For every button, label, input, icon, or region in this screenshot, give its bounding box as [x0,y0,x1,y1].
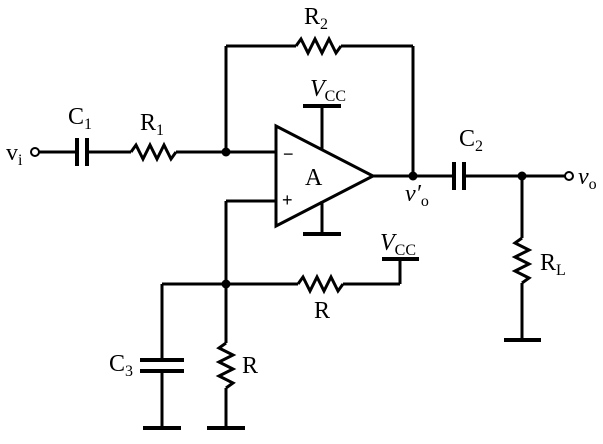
label-vo: vo [578,164,597,193]
resistor-r-mid [296,273,345,295]
opamp-label: A [305,165,323,191]
label-c3: C3 [109,351,133,380]
opamp-plus-sign: + [282,190,293,210]
label-vo-prime: v′o [405,181,429,210]
label-c2: C2 [459,126,483,155]
label-vcc-right: VCC [380,230,416,259]
opamp-minus-sign: − [283,144,294,164]
label-c1: C1 [68,104,92,133]
output-terminal [564,171,574,181]
label-rl: RL [540,250,566,279]
resistor-r2 [294,35,343,57]
output-node-junction [408,171,418,181]
resistor-rl [511,236,533,285]
label-r1: R1 [140,110,164,139]
label-r-bottom: R [242,353,258,379]
resistor-r-bottom [215,341,237,390]
label-r2: R2 [304,4,328,33]
resistor-r1 [129,141,178,163]
input-terminal [30,147,40,157]
label-r-mid: R [314,298,330,324]
label-vi: vi [6,140,23,169]
opamp-triangle [274,123,377,229]
label-vcc-top: VCC [310,76,346,105]
